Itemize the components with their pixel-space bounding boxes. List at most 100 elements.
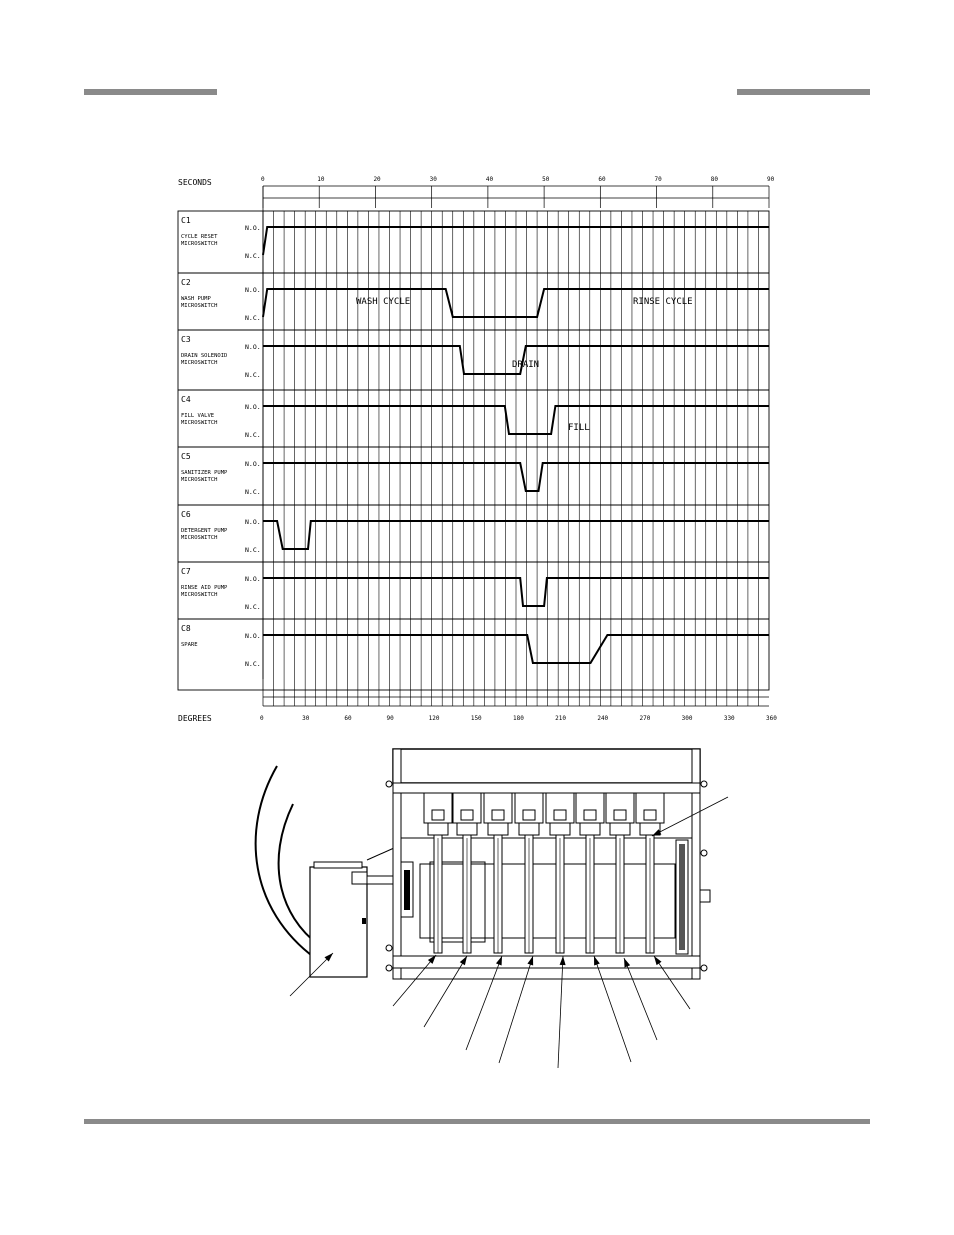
- row-id: C2: [181, 278, 191, 287]
- degrees-tick: 360: [766, 715, 777, 722]
- callout-arrow: [651, 796, 729, 837]
- callout-arrow: [423, 955, 468, 1028]
- row-id: C3: [181, 335, 191, 344]
- switch-state-trace: [263, 634, 769, 664]
- degrees-tick: 120: [429, 715, 440, 722]
- microswitch: [452, 792, 482, 954]
- row-id: C4: [181, 395, 191, 404]
- timer-motor: [309, 847, 398, 978]
- no-label: N.O.: [245, 632, 261, 640]
- row-description: SPARE: [181, 642, 198, 648]
- degrees-tick: 270: [640, 715, 651, 722]
- row-id: C1: [181, 216, 191, 225]
- seconds-tick: 90: [767, 176, 775, 183]
- row-description: MICROSWITCH: [181, 477, 217, 483]
- switch-state-trace: [262, 288, 769, 318]
- degrees-tick: 240: [597, 715, 608, 722]
- row-description: MICROSWITCH: [181, 360, 217, 366]
- nc-label: N.C.: [245, 488, 261, 496]
- seconds-tick: 20: [373, 176, 381, 183]
- switch-state-trace: [263, 462, 769, 492]
- chart-frame: [177, 210, 770, 691]
- degrees-label: DEGREES: [178, 714, 212, 723]
- nc-label: N.C.: [245, 660, 261, 668]
- nc-label: N.C.: [245, 252, 261, 260]
- row-description: DRAIN SOLENOID: [181, 353, 227, 359]
- row-description: DETERGENT PUMP: [181, 528, 228, 534]
- degrees-tick: 210: [555, 715, 566, 722]
- no-label: N.O.: [245, 403, 261, 411]
- header-rule-left: [84, 89, 217, 95]
- microswitch: [514, 792, 544, 954]
- switch-state-trace: [263, 577, 769, 607]
- seconds-label: SECONDS: [178, 178, 212, 187]
- seconds-tick: 0: [261, 176, 265, 183]
- nc-label: N.C.: [245, 371, 261, 379]
- row-description: MICROSWITCH: [181, 303, 217, 309]
- no-label: N.O.: [245, 286, 261, 294]
- callout-arrows: [289, 796, 729, 1069]
- wire-2: [277, 803, 321, 947]
- switch-state-trace: [262, 226, 769, 256]
- cam-frame: [385, 748, 711, 980]
- header-rule-right: [737, 89, 870, 95]
- cycle-annotation: FILL: [568, 423, 590, 433]
- no-label: N.O.: [245, 343, 261, 351]
- seconds-tick: 10: [317, 176, 325, 183]
- callout-arrow: [557, 955, 566, 1069]
- callout-arrow: [498, 955, 534, 1064]
- degrees-tick: 90: [387, 715, 395, 722]
- seconds-tick: 40: [486, 176, 494, 183]
- nc-label: N.C.: [245, 314, 261, 322]
- microswitch: [423, 792, 453, 954]
- cycle-annotation: DRAIN: [512, 360, 539, 370]
- callout-arrow: [289, 952, 334, 997]
- footer-rule: [84, 1119, 870, 1124]
- seconds-tick: 50: [542, 176, 550, 183]
- row-id: C5: [181, 452, 191, 461]
- microswitch: [575, 792, 605, 954]
- row-description: MICROSWITCH: [181, 592, 217, 598]
- cycle-annotation: WASH CYCLE: [356, 297, 410, 307]
- row-description: RINSE AID PUMP: [181, 585, 228, 591]
- degrees-tick: 150: [471, 715, 482, 722]
- callout-arrow: [623, 957, 658, 1041]
- degrees-tick: 180: [513, 715, 524, 722]
- microswitch: [635, 792, 665, 954]
- callout-arrow: [392, 954, 437, 1007]
- row-description: FILL VALVE: [181, 413, 214, 419]
- degrees-tick: 330: [724, 715, 735, 722]
- row-id: C6: [181, 510, 191, 519]
- seconds-tick: 70: [655, 176, 663, 183]
- wire-1: [254, 765, 316, 959]
- no-label: N.O.: [245, 460, 261, 468]
- row-description: WASH PUMP: [181, 296, 211, 302]
- no-label: N.O.: [245, 224, 261, 232]
- no-label: N.O.: [245, 518, 261, 526]
- degrees-tick: 30: [302, 715, 310, 722]
- no-label: N.O.: [245, 575, 261, 583]
- callout-arrow: [653, 955, 691, 1010]
- microswitch: [483, 792, 513, 954]
- seconds-tick: 80: [711, 176, 719, 183]
- callout-arrow: [465, 955, 503, 1051]
- degrees-tick: 0: [260, 715, 264, 722]
- row-description: MICROSWITCH: [181, 241, 217, 247]
- seconds-tick: 30: [430, 176, 438, 183]
- degrees-tick: 60: [344, 715, 352, 722]
- row-description: CYCLE RESET: [181, 234, 218, 240]
- row-id: C8: [181, 624, 191, 633]
- row-description: SANITIZER PUMP: [181, 470, 228, 476]
- row-description: MICROSWITCH: [181, 420, 217, 426]
- cycle-annotation: RINSE CYCLE: [633, 297, 693, 307]
- degrees-tick: 300: [682, 715, 693, 722]
- nc-label: N.C.: [245, 546, 261, 554]
- switch-state-trace: [263, 345, 769, 375]
- seconds-tick: 60: [598, 176, 606, 183]
- switch-state-trace: [263, 520, 769, 550]
- row-description: MICROSWITCH: [181, 535, 217, 541]
- nc-label: N.C.: [245, 603, 261, 611]
- nc-label: N.C.: [245, 431, 261, 439]
